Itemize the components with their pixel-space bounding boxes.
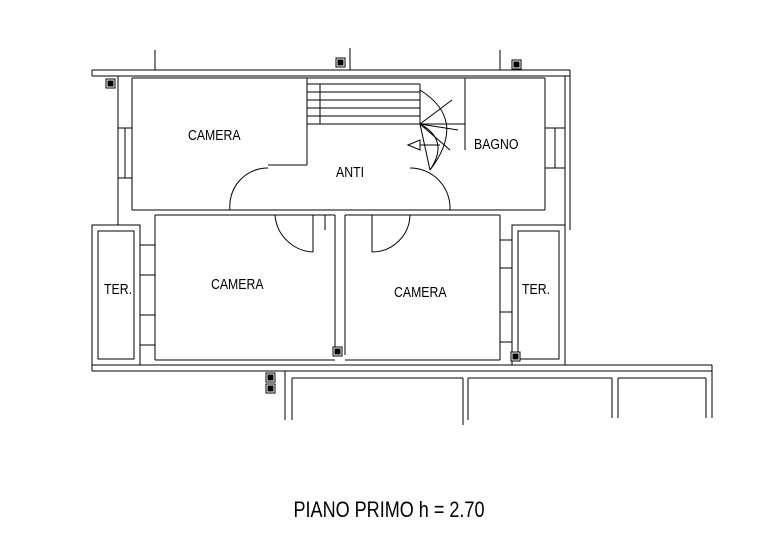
wall-middle (132, 209, 545, 355)
pillar (265, 383, 276, 394)
pillar (105, 78, 116, 89)
room-camera-top (132, 77, 308, 211)
room-label-terrace-right: TER. (522, 281, 550, 297)
pillar (510, 351, 521, 362)
room-label-terrace-left: TER. (104, 281, 132, 297)
room-label-camera-left: CAMERA (211, 276, 264, 292)
staircase (306, 77, 466, 171)
floor-plan-caption: PIANO PRIMO h = 2.70 (293, 497, 485, 522)
outer-wall-left-upper (117, 76, 133, 225)
room-label-bagno: BAGNO (474, 136, 518, 152)
pillar (265, 372, 276, 383)
structural-pillars (105, 57, 522, 394)
room-bagno (450, 77, 566, 211)
room-label-camera-right: CAMERA (394, 284, 447, 300)
room-camera-right (345, 215, 513, 361)
outer-wall-bottom (91, 364, 713, 425)
pillar (511, 59, 522, 70)
pillar (335, 57, 346, 68)
pillar (332, 346, 343, 357)
room-label-anti: ANTI (336, 164, 364, 180)
room-label-camera-top: CAMERA (188, 127, 241, 143)
